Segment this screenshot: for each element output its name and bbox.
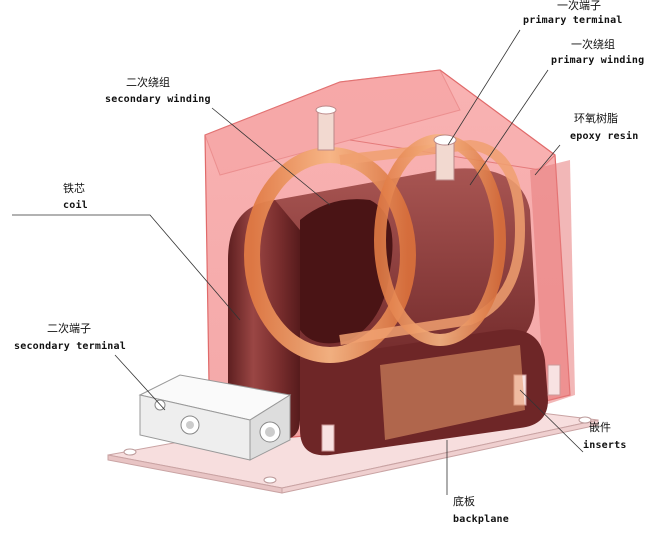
epoxy-resin-zh: 环氧树脂 — [574, 112, 618, 125]
secondary-winding-zh: 二次绕组 — [126, 76, 170, 89]
primary-winding-zh: 一次绕组 — [571, 38, 615, 51]
secondary-winding-en: secondary winding — [105, 94, 211, 105]
primary-terminal-en: primary terminal — [523, 15, 623, 26]
coil-zh: 铁芯 — [63, 182, 85, 195]
leader-epoxy-resin — [534, 144, 561, 176]
backplane-en: backplane — [453, 514, 509, 525]
inserts-en: inserts — [583, 440, 627, 451]
epoxy-resin-en: epoxy resin — [570, 131, 639, 142]
secondary-winding — [244, 147, 416, 363]
primary-terminal-left — [315, 105, 337, 151]
coil-en: coil — [63, 200, 88, 211]
primary-winding-en: primary winding — [551, 55, 645, 66]
leader-lines — [12, 29, 584, 495]
leader-primary-terminal — [447, 29, 521, 146]
secondary-terminal-block — [138, 374, 292, 461]
leader-coil — [12, 214, 241, 321]
primary-terminal-right — [433, 134, 457, 181]
base-insert-bar — [380, 345, 525, 440]
secondary-terminal-zh: 二次端子 — [47, 322, 91, 335]
leader-secondary-terminal — [114, 354, 166, 411]
leader-primary-winding — [469, 69, 549, 186]
inserts-zh: 嵌件 — [589, 421, 611, 434]
leader-secondary-winding — [211, 107, 331, 206]
secondary-terminal-en: secondary terminal — [14, 341, 126, 352]
backplane-zh: 底板 — [453, 495, 475, 508]
leader-inserts — [519, 389, 584, 453]
primary-terminal-zh: 一次端子 — [557, 0, 601, 12]
inserts — [321, 364, 561, 452]
